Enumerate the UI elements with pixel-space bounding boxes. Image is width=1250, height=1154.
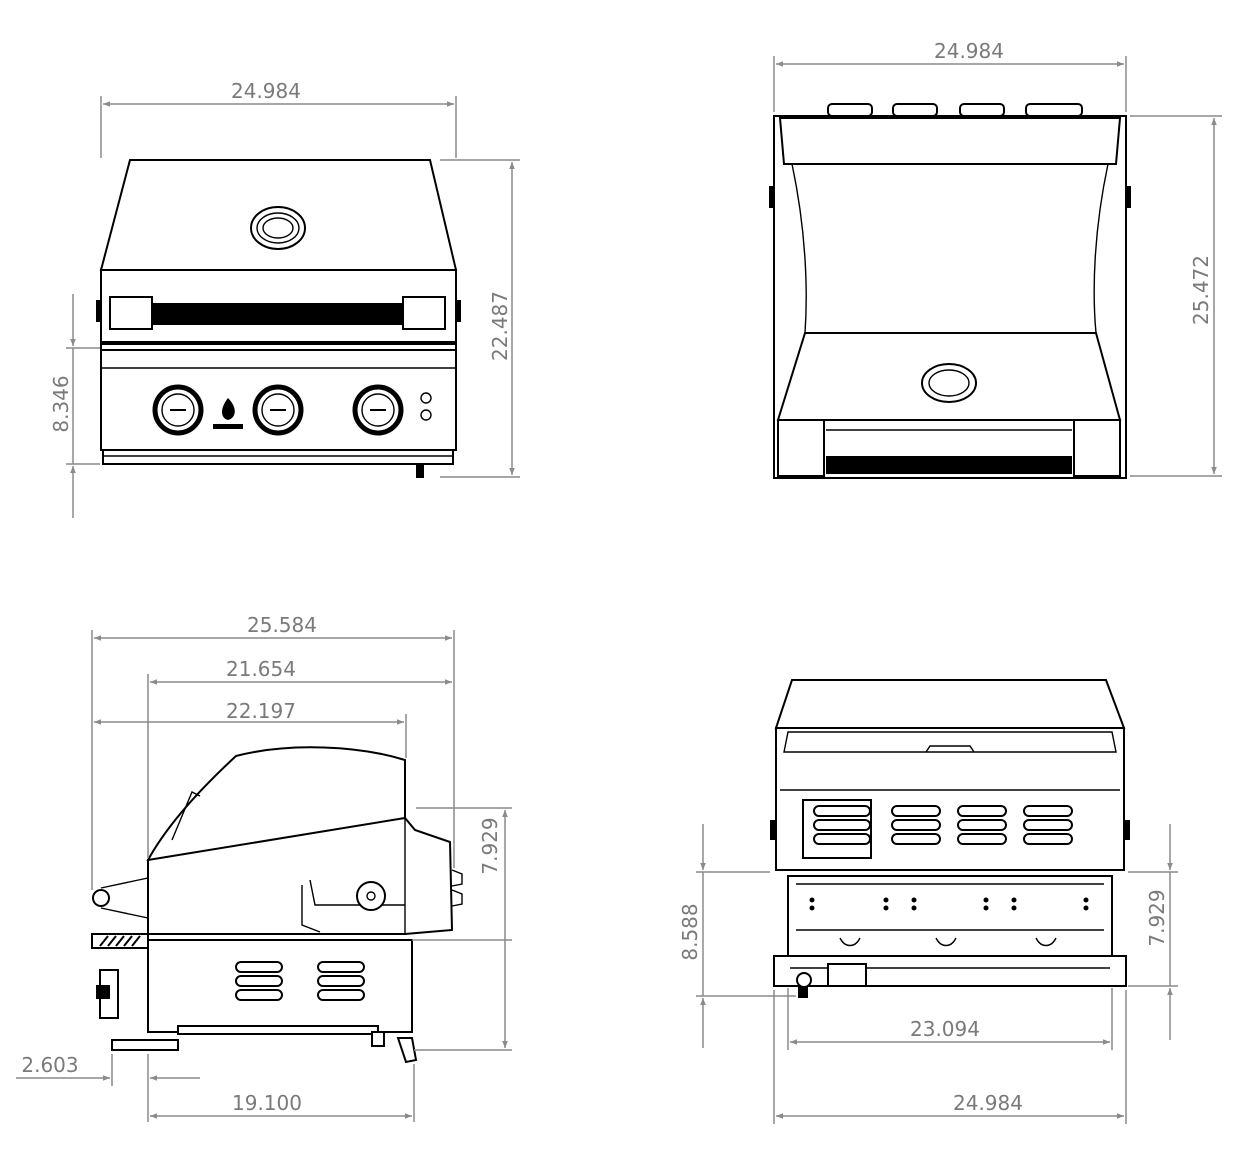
indicator-light-icon <box>420 392 432 421</box>
dimension-overall-depth: 25.584 <box>91 613 455 890</box>
control-knob-icon <box>152 384 204 436</box>
rear-view: 8.588 7.929 23.094 24.984 <box>678 679 1178 1124</box>
dimension-depth: 25.472 <box>1130 115 1222 477</box>
dimension-offset: 2.603 <box>16 1053 200 1122</box>
dimension-label: 7.929 <box>478 817 502 874</box>
hood-handle <box>96 296 461 330</box>
control-knob-icon <box>356 881 386 911</box>
dimension-inner-width: 23.094 <box>787 988 1113 1050</box>
hatch-pattern <box>99 935 141 947</box>
front-view: 24.984 22.487 8.346 <box>49 79 520 518</box>
dimension-width: 24.984 <box>100 79 457 158</box>
dimension-label: 2.603 <box>21 1053 78 1077</box>
knob-tops <box>827 103 1083 117</box>
dimension-lower-height: 8.588 <box>678 824 796 1048</box>
control-knob-icon <box>352 384 404 436</box>
dimension-upper-height: 7.929 <box>1128 824 1178 1040</box>
control-knob-icon <box>252 384 304 436</box>
burner-valve-icon <box>839 937 1057 947</box>
dimension-height-total: 22.487 <box>440 159 520 478</box>
dimension-label: 24.984 <box>934 39 1004 63</box>
dimension-outer-width: 24.984 <box>773 990 1127 1124</box>
mount-holes <box>809 897 1089 911</box>
dimension-label: 23.094 <box>910 1017 980 1041</box>
dimension-width: 24.984 <box>773 39 1127 112</box>
thermometer-icon <box>921 363 977 403</box>
dimension-label: 25.584 <box>247 613 317 637</box>
vent-louver-icon <box>802 799 1073 859</box>
dimension-label: 24.984 <box>953 1091 1023 1115</box>
gas-inlet-icon <box>371 1031 418 1064</box>
dimension-label: 22.487 <box>488 291 512 361</box>
dimension-hood-depth-b: 22.197 <box>94 699 407 758</box>
dimension-label: 8.588 <box>678 903 702 960</box>
dimension-label: 25.472 <box>1189 255 1213 325</box>
dimension-label: 21.654 <box>226 657 296 681</box>
gas-inlet-icon <box>796 972 812 998</box>
vent-louver-icon <box>235 961 365 1001</box>
dimension-label: 22.197 <box>226 699 296 723</box>
dimension-base-depth: 19.100 <box>150 1064 415 1122</box>
thermometer-icon <box>250 206 306 250</box>
dimension-hood-depth-a: 21.654 <box>147 657 452 858</box>
top-view: 24.984 25.472 <box>769 39 1222 479</box>
dimension-label: 7.929 <box>1145 889 1169 946</box>
dimension-label: 24.984 <box>231 79 301 103</box>
dimension-label: 19.100 <box>232 1091 302 1115</box>
dimension-height-lower: 8.346 <box>49 294 100 518</box>
side-view: 25.584 21.654 22.197 7.929 2.603 <box>16 613 512 1122</box>
hinge-icon <box>92 877 149 919</box>
dimension-label: 8.346 <box>49 375 73 432</box>
dimension-hood-height: 7.929 <box>412 807 512 1051</box>
flame-logo-icon <box>213 398 243 429</box>
